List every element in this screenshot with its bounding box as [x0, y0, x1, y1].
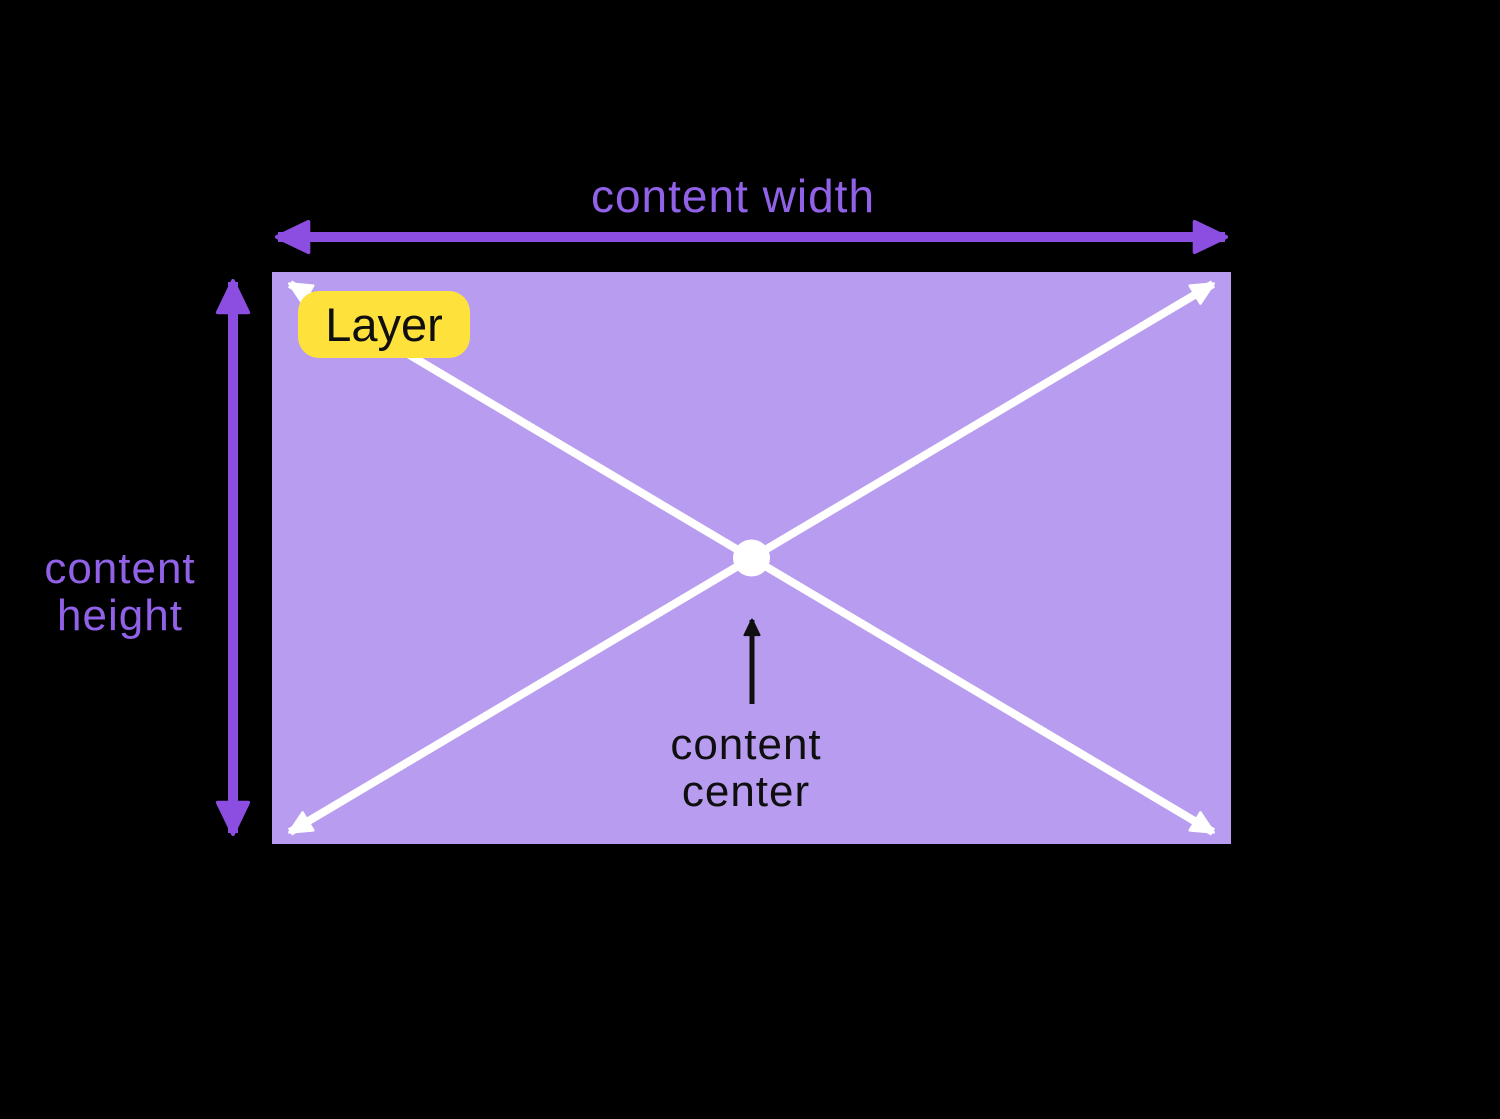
layer-diagonals-icon — [287, 280, 1216, 836]
content-height-arrow-icon — [215, 278, 251, 837]
content-width-arrow-icon — [274, 219, 1229, 255]
content-center-label: content center — [670, 721, 821, 815]
layer-badge-label: Layer — [325, 298, 443, 351]
content-center-dot — [733, 539, 770, 577]
content-center-label-line1: content — [670, 720, 822, 769]
content-width-label: content width — [590, 170, 876, 222]
layer-rect: Layer — [272, 272, 1231, 844]
content-center-arrow-icon — [743, 618, 761, 704]
content-height-label-line2: height — [57, 591, 183, 640]
content-height-label: content height — [44, 545, 195, 639]
content-center-label-line2: center — [681, 767, 811, 816]
content-height-label-line1: content — [44, 544, 196, 593]
layer-badge: Layer — [298, 291, 470, 358]
